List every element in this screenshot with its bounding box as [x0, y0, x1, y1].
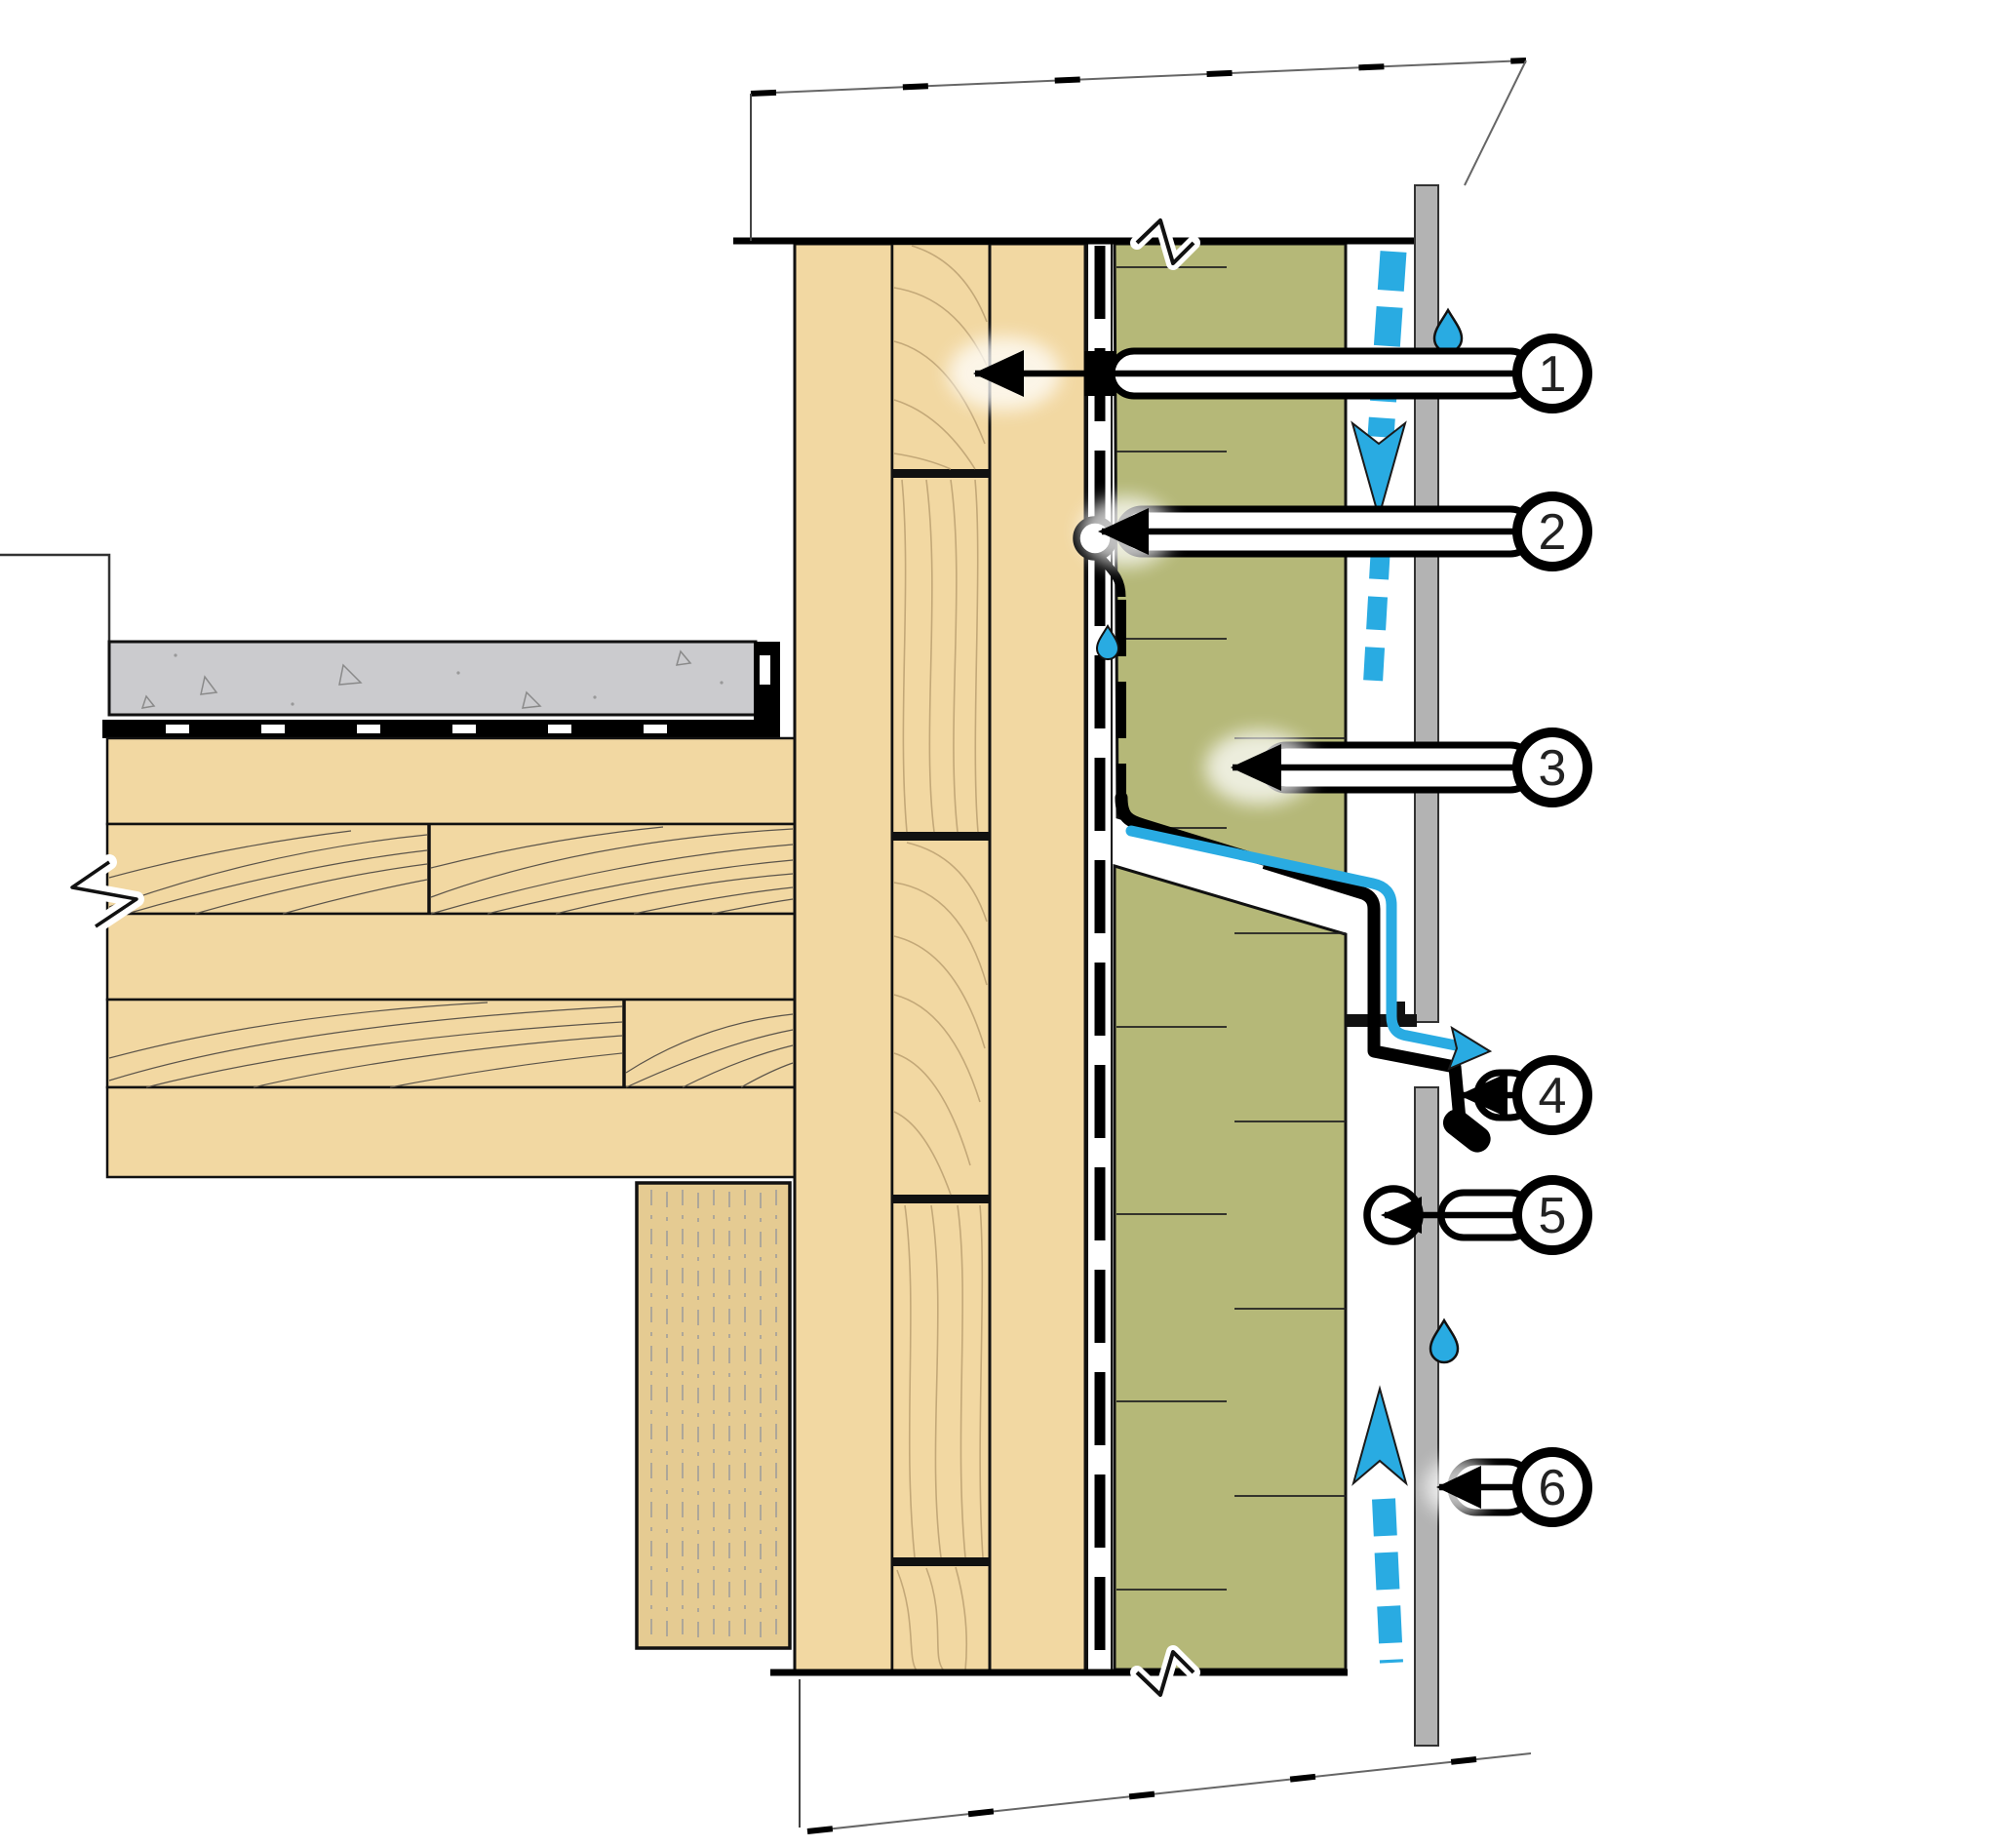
leader-5: [1363, 1185, 1537, 1245]
floor-grain-layer4: [108, 1002, 794, 1088]
section-break-top: [750, 58, 1527, 241]
callout-5: 5: [1512, 1175, 1592, 1255]
callout-3: 3: [1512, 727, 1592, 807]
water-drop-icon: [1095, 624, 1120, 660]
callout-2-number: 2: [1539, 504, 1567, 561]
interior-wall-reference-line: [0, 553, 111, 642]
clt-floor-panel: [105, 736, 797, 1179]
clt-grain: [893, 245, 988, 1671]
wrb-membrane: [1086, 244, 1113, 1672]
panel-joint-clip: [1347, 999, 1417, 1027]
cladding-panel-lower: [1414, 1086, 1439, 1747]
arrowhead-3-icon: [1231, 744, 1281, 791]
floor-assembly: [0, 553, 797, 1179]
interior-batten: [635, 1181, 792, 1650]
rainscreen-cladding: [1347, 184, 1439, 1747]
batten-grain: [650, 1190, 777, 1643]
moisture-flow: [1095, 251, 1493, 1664]
callout-circles: 1 2 3 4 5 6: [1512, 334, 1592, 1527]
clt-wall-panel: [793, 242, 1087, 1674]
callout-5-number: 5: [1539, 1188, 1567, 1244]
callout-1-number: 1: [1539, 346, 1567, 403]
acoustic-mat: [102, 642, 780, 738]
leader-3: [1205, 730, 1537, 805]
callout-2: 2: [1512, 491, 1592, 571]
ventilation-arrow-up: [1351, 1385, 1408, 1664]
insulation-break-marks: [1130, 214, 1200, 1702]
clt-lamella-joints: [892, 469, 990, 1566]
drainage-arrow-down: [1351, 251, 1407, 684]
section-break-bottom: [799, 1679, 1532, 1834]
wall-assembly: [635, 214, 1416, 1702]
arrowhead-6-icon: [1436, 1466, 1481, 1509]
callout-3-number: 3: [1539, 740, 1567, 797]
exterior-insulation: [1113, 242, 1348, 1671]
water-drainage-path: [1125, 825, 1493, 1071]
arrowhead-1-icon: [973, 350, 1024, 397]
callout-1: 1: [1512, 334, 1592, 413]
arrowhead-5-icon: [1381, 1197, 1422, 1234]
aggregate-marks: [140, 649, 692, 709]
arrowhead-4-icon: [1459, 1073, 1508, 1118]
arrowhead-2-icon: [1098, 508, 1149, 555]
leader-2: [1079, 496, 1537, 567]
mat-dashes: [166, 655, 770, 733]
concrete-topping: [107, 640, 758, 717]
aggregate-dots: [174, 653, 724, 706]
callout-6: 6: [1512, 1447, 1592, 1527]
callout-4-number: 4: [1539, 1068, 1567, 1124]
leader-6: [1425, 1458, 1537, 1516]
cladding-panel-upper: [1414, 184, 1439, 1023]
water-drop-icon: [1429, 1317, 1460, 1364]
flashing-drip-hem: [1442, 1109, 1491, 1153]
floor-grain-layer2: [108, 826, 794, 915]
water-drops: [1095, 307, 1464, 1364]
callout-4: 4: [1512, 1055, 1592, 1135]
insulation-board-lower: [1113, 863, 1348, 1671]
floor-break-mark: [64, 854, 144, 934]
callout-6-number: 6: [1539, 1460, 1567, 1516]
